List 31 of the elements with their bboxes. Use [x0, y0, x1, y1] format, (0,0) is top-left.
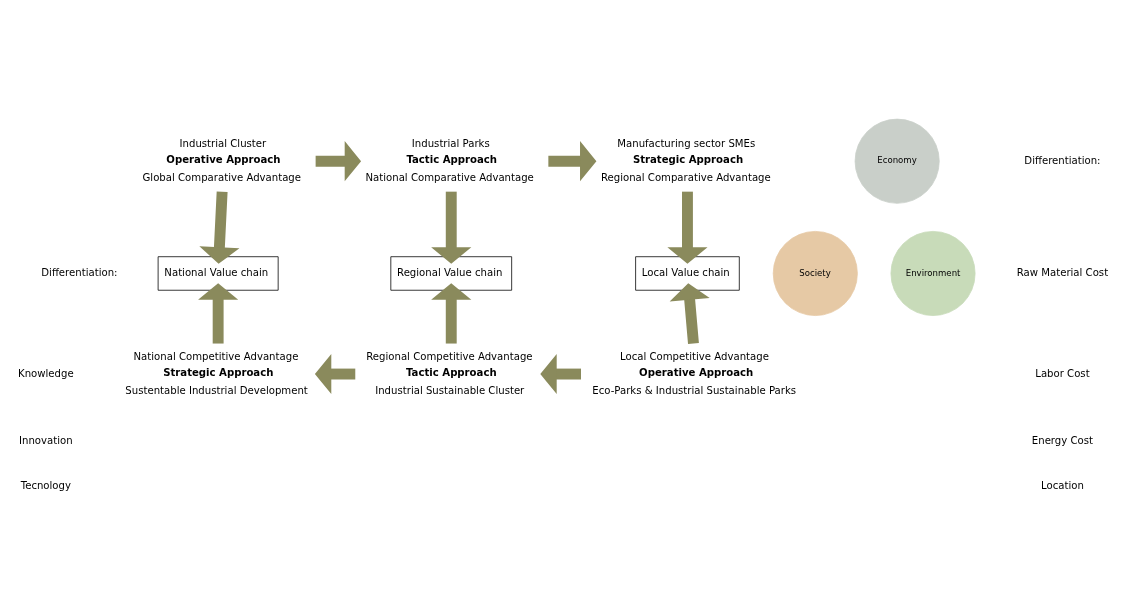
arrow: [315, 140, 362, 181]
node-box: National Value chain: [157, 255, 279, 291]
node-circle: Environment: [890, 230, 976, 316]
arrow: [431, 191, 472, 264]
arrow: [667, 191, 708, 264]
label: Tecnology: [20, 479, 72, 491]
arrow: [548, 140, 597, 181]
label: Location: [1041, 479, 1084, 491]
node-text: Industrial Parks Tactic Approach National Comparative Advantage: [365, 137, 534, 183]
label: Energy Cost: [1031, 434, 1094, 446]
arrow: [198, 282, 239, 344]
node-text: Local Competitive Advantage Operative Approach Eco-Parks & Industrial Sustainable Parks: [592, 350, 797, 396]
label: Knowledge: [18, 367, 74, 379]
arrow: [431, 282, 472, 344]
arrow: [540, 353, 582, 394]
arrow: [314, 353, 356, 394]
node-circle: Economy: [854, 118, 940, 204]
node-text: Regional Competitive Advantage Tactic Approach Industrial Sustainable Cluster: [366, 350, 533, 396]
node-box: Regional Value chain: [390, 255, 513, 291]
arrow: [199, 190, 240, 264]
label: Innovation: [19, 434, 73, 446]
node-text: Industrial Cluster Operative Approach Global Comparative Advantage: [142, 137, 302, 183]
label: Raw Material Cost: [1016, 266, 1109, 278]
node-circle: Society: [772, 230, 858, 316]
arrow: [669, 282, 710, 344]
label: Labor Cost: [1035, 367, 1090, 379]
label: Differentiation:: [1024, 154, 1101, 166]
label: Differentiation:: [41, 266, 118, 278]
node-text: National Competitive Advantage Strategic Approach Sustentable Industrial Development: [125, 350, 308, 396]
node-text: Manufacturing sector SMEs Strategic Approach Regional Comparative Advantage: [600, 137, 771, 183]
node-box: Local Value chain: [635, 255, 740, 291]
